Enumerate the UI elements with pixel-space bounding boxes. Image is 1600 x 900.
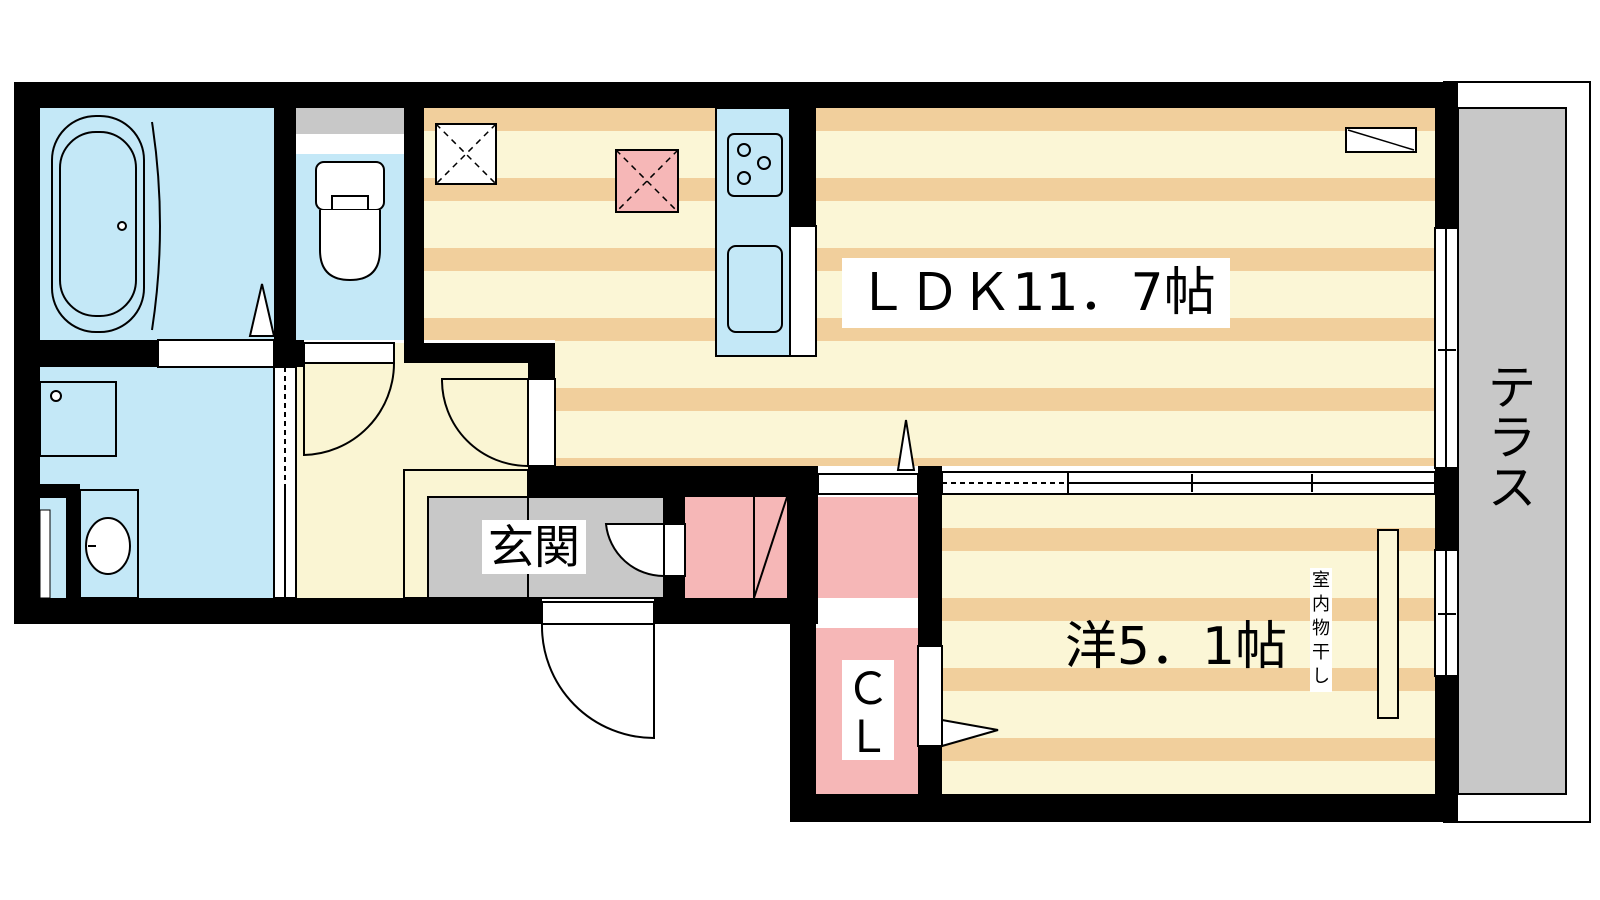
toilet-shelf xyxy=(296,108,404,134)
terrace xyxy=(1443,81,1591,823)
fixtures xyxy=(39,115,1417,719)
terrace-label-3: ス xyxy=(1488,460,1536,516)
indoor-drying-label-4: 干 xyxy=(1312,642,1330,663)
sink-icon xyxy=(727,245,783,333)
kitchen-counter xyxy=(715,107,817,357)
western-room-label: 洋5．1帖 xyxy=(1065,617,1287,677)
entrance-label: 玄関 xyxy=(488,520,580,574)
mirror-cabinet xyxy=(39,509,51,599)
closet-label-l: Ｌ xyxy=(846,712,890,763)
sliding-doors xyxy=(157,339,1436,748)
windows xyxy=(1434,227,1459,677)
closet-label-c: Ｃ xyxy=(846,664,890,715)
bathtub-icon xyxy=(51,115,145,333)
indoor-drying-rack-icon xyxy=(1377,529,1399,719)
terrace-label-2: ラ xyxy=(1488,410,1536,466)
walls xyxy=(14,82,1458,822)
closet-label-bg xyxy=(842,660,894,760)
labels: ＬＤＫ11．7帖 洋5．1帖 玄関 Ｃ Ｌ テ ラ ス 室 内 物 干 し xyxy=(482,258,1536,763)
ldk-floor-lower xyxy=(555,340,1435,466)
indoor-drying-label-2: 内 xyxy=(1312,594,1330,615)
indoor-drying-label-1: 室 xyxy=(1312,570,1330,591)
ldk-label-bg xyxy=(842,258,1230,328)
indoor-drying-label-3: 物 xyxy=(1312,618,1330,639)
shoe-storage xyxy=(685,497,787,598)
drying-label-bg xyxy=(1310,568,1332,692)
toilet-icon xyxy=(315,161,385,211)
hall-storage xyxy=(818,497,918,598)
stove-icon xyxy=(727,133,783,197)
swing-doors xyxy=(303,342,665,740)
entrance-label-bg xyxy=(482,520,586,574)
ldk-label: ＬＤＫ11．7帖 xyxy=(856,263,1215,323)
western-room-floor xyxy=(942,494,1435,794)
indoor-drying-label-5: し xyxy=(1312,666,1330,687)
terrace-label-1: テ xyxy=(1488,360,1536,416)
